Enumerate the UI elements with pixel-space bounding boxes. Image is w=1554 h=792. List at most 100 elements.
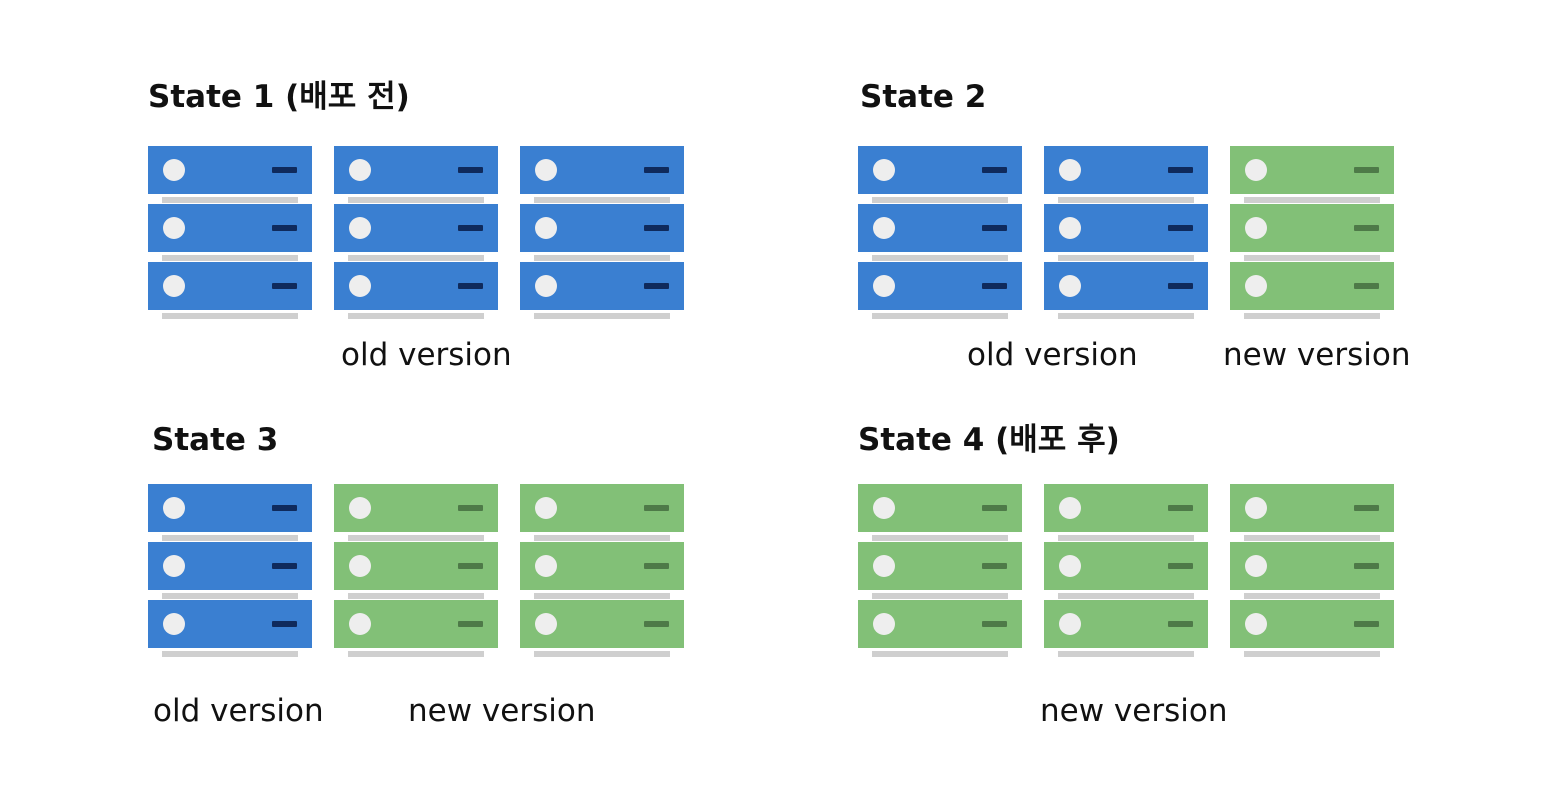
status-light-icon (535, 275, 557, 297)
status-light-icon (535, 497, 557, 519)
status-light-icon (1245, 275, 1267, 297)
status-light-icon (1245, 555, 1267, 577)
server-unit-shadow (348, 197, 484, 203)
state-2-server-2 (1044, 146, 1208, 320)
state-3-caption-new: new version (408, 693, 596, 729)
server-unit-shadow (534, 593, 670, 599)
drive-slot-icon (458, 225, 483, 231)
server-unit-shadow (1058, 651, 1194, 657)
old-version-server-unit (148, 600, 312, 648)
status-light-icon (1059, 275, 1081, 297)
server-unit-shadow (872, 313, 1008, 319)
old-version-server-unit (148, 542, 312, 590)
drive-slot-icon (644, 167, 669, 173)
server-unit-shadow (348, 535, 484, 541)
server-unit-shadow (1058, 255, 1194, 261)
status-light-icon (1245, 217, 1267, 239)
state-3-title: State 3 (152, 422, 279, 458)
server-unit-shadow (534, 313, 670, 319)
old-version-server-unit (1044, 204, 1208, 252)
drive-slot-icon (644, 563, 669, 569)
drive-slot-icon (982, 225, 1007, 231)
state-3-server-3 (520, 484, 684, 658)
drive-slot-icon (272, 283, 297, 289)
new-version-server-unit (1044, 542, 1208, 590)
drive-slot-icon (644, 621, 669, 627)
status-light-icon (873, 217, 895, 239)
drive-slot-icon (272, 563, 297, 569)
new-version-server-unit (1230, 600, 1394, 648)
status-light-icon (349, 555, 371, 577)
status-light-icon (535, 217, 557, 239)
status-light-icon (163, 275, 185, 297)
server-unit-shadow (534, 651, 670, 657)
server-unit-shadow (872, 535, 1008, 541)
drive-slot-icon (1168, 563, 1193, 569)
new-version-server-unit (520, 600, 684, 648)
state-3-caption-old: old version (153, 693, 324, 729)
new-version-server-unit (1044, 600, 1208, 648)
state-2-title: State 2 (860, 79, 987, 115)
state-1-caption-old: old version (341, 337, 512, 373)
status-light-icon (349, 497, 371, 519)
server-unit-shadow (162, 255, 298, 261)
drive-slot-icon (1354, 283, 1379, 289)
drive-slot-icon (1354, 167, 1379, 173)
status-light-icon (349, 217, 371, 239)
old-version-server-unit (858, 146, 1022, 194)
old-version-server-unit (520, 204, 684, 252)
status-light-icon (535, 555, 557, 577)
status-light-icon (873, 497, 895, 519)
drive-slot-icon (644, 505, 669, 511)
status-light-icon (1059, 555, 1081, 577)
server-unit-shadow (872, 593, 1008, 599)
new-version-server-unit (1230, 146, 1394, 194)
state-1-server-2 (334, 146, 498, 320)
server-unit-shadow (534, 535, 670, 541)
drive-slot-icon (272, 621, 297, 627)
state-4-caption-new: new version (1040, 693, 1228, 729)
status-light-icon (1059, 217, 1081, 239)
drive-slot-icon (644, 225, 669, 231)
drive-slot-icon (982, 505, 1007, 511)
server-unit-shadow (162, 313, 298, 319)
drive-slot-icon (1354, 621, 1379, 627)
server-unit-shadow (534, 197, 670, 203)
new-version-server-unit (334, 484, 498, 532)
drive-slot-icon (644, 283, 669, 289)
old-version-server-unit (148, 146, 312, 194)
drive-slot-icon (458, 167, 483, 173)
drive-slot-icon (458, 283, 483, 289)
old-version-server-unit (520, 146, 684, 194)
server-unit-shadow (1058, 593, 1194, 599)
server-unit-shadow (348, 593, 484, 599)
status-light-icon (1245, 613, 1267, 635)
status-light-icon (873, 555, 895, 577)
server-unit-shadow (872, 255, 1008, 261)
new-version-server-unit (1230, 262, 1394, 310)
state-2-caption-new: new version (1223, 337, 1411, 373)
server-unit-shadow (1058, 197, 1194, 203)
state-3-server-1 (148, 484, 312, 658)
status-light-icon (163, 159, 185, 181)
old-version-server-unit (334, 204, 498, 252)
status-light-icon (1245, 497, 1267, 519)
status-light-icon (349, 613, 371, 635)
drive-slot-icon (1354, 225, 1379, 231)
server-unit-shadow (1244, 593, 1380, 599)
drive-slot-icon (1354, 505, 1379, 511)
drive-slot-icon (1168, 167, 1193, 173)
old-version-server-unit (334, 146, 498, 194)
status-light-icon (1059, 497, 1081, 519)
new-version-server-unit (1230, 542, 1394, 590)
status-light-icon (163, 555, 185, 577)
new-version-server-unit (334, 600, 498, 648)
server-unit-shadow (1058, 313, 1194, 319)
drive-slot-icon (272, 505, 297, 511)
server-unit-shadow (1244, 651, 1380, 657)
new-version-server-unit (858, 600, 1022, 648)
status-light-icon (873, 613, 895, 635)
drive-slot-icon (1168, 505, 1193, 511)
status-light-icon (1059, 159, 1081, 181)
new-version-server-unit (520, 484, 684, 532)
